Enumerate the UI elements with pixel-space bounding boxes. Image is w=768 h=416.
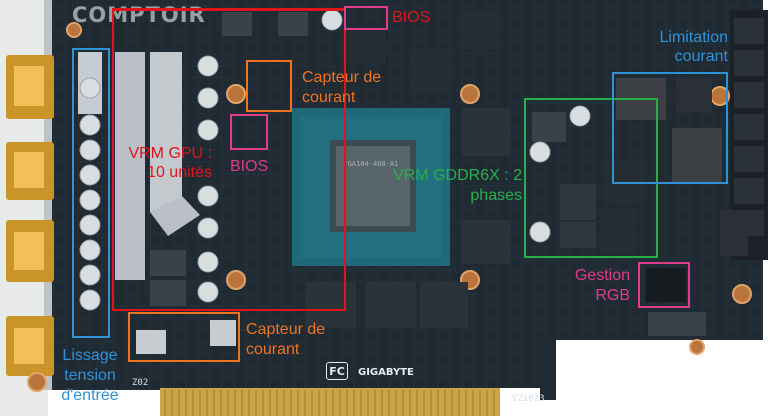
label-vrm-gddr6x: VRM GDDR6X : 2 phases xyxy=(393,167,522,204)
label-bios-left: BIOS xyxy=(230,158,269,175)
current-limiter-outline xyxy=(612,72,728,184)
gpu-die-marking: GA104-400-A1 xyxy=(347,160,399,168)
fcc-logo: FC xyxy=(326,362,348,380)
display-ports xyxy=(6,55,54,376)
bios-top-outline xyxy=(344,6,388,30)
gpu-package xyxy=(292,108,450,266)
rgb-controller-chip xyxy=(646,268,686,302)
current-sensor-bottom-outline xyxy=(128,312,240,362)
pcie-connector xyxy=(160,388,500,416)
label-input-smoothing: Lissage tension d'entrée xyxy=(61,347,119,404)
input-smoothing-outline xyxy=(72,48,110,338)
label-current-sensor-bottom: Capteur de courant xyxy=(246,321,326,358)
label-bios-top: BIOS xyxy=(392,9,431,26)
current-sensor-top-outline xyxy=(246,60,292,112)
silkscreen-ref: VZ1023 xyxy=(512,394,545,404)
label-rgb-management: Gestion RGB xyxy=(574,267,630,304)
silkscreen-ref: Z02 xyxy=(132,378,149,388)
input-capacitors xyxy=(78,52,102,311)
vrm-gpu-components xyxy=(115,52,219,306)
gddr6x-modules xyxy=(306,108,510,328)
brand-silkscreen: GIGABYTE xyxy=(358,367,414,378)
watermark-logo: COMPTOIR xyxy=(72,3,206,27)
bios-left-outline xyxy=(230,114,268,150)
label-current-limiter: Limitation courant xyxy=(659,29,728,65)
rgb-management-outline xyxy=(638,262,690,308)
label-vrm-gpu: VRM GPU : 10 unités xyxy=(128,145,212,181)
vrm-gddr6x-components xyxy=(529,105,644,248)
vrm-gddr6x-outline xyxy=(524,98,658,258)
label-current-sensor-top: Capteur de courant xyxy=(302,69,382,106)
vrm-gpu-outline xyxy=(112,8,346,311)
